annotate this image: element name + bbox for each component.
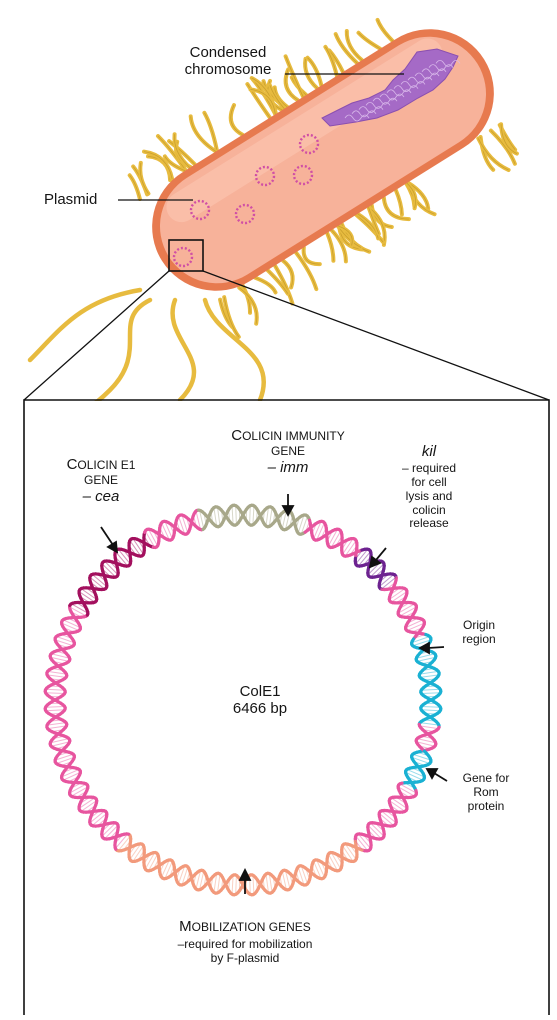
kil-desc-1: – required — [384, 462, 474, 476]
helix-base-pair — [46, 706, 65, 707]
helix-base-pair — [421, 693, 440, 694]
helix-base-pair — [236, 506, 237, 525]
mob-label-line1: MOBILIZATION GENES — [140, 918, 350, 936]
pilus — [396, 190, 402, 214]
pilus — [378, 20, 393, 41]
imm-label: COLICIN IMMUNITY GENE – imm — [196, 427, 380, 476]
chromosome-label-line2: chromosome — [172, 61, 284, 78]
flagellum — [30, 290, 140, 360]
rom-label: Gene for Rom protein — [446, 772, 526, 813]
mob-label-line3: by F-plasmid — [140, 952, 350, 966]
kil-desc-2: for cell — [384, 476, 474, 490]
cea-label-line1: COLICIN E1 — [36, 456, 166, 474]
pilus — [255, 278, 275, 293]
pilus — [130, 175, 140, 199]
helix-base-pair — [250, 506, 251, 525]
kil-desc-5: release — [384, 517, 474, 531]
plasmid-center-label: ColE1 6466 bp — [200, 683, 320, 718]
kil-name: kil — [384, 443, 474, 460]
mob-label: MOBILIZATION GENES –required for mobiliz… — [140, 918, 350, 966]
plasmid-size: 6466 bp — [200, 700, 320, 717]
rom-label-line3: protein — [446, 800, 526, 814]
helix-base-pair — [236, 875, 237, 894]
origin-label-line2: region — [444, 633, 514, 647]
kil-desc-3: lysis and — [384, 490, 474, 504]
rom-label-line2: Rom — [446, 786, 526, 800]
kil-desc-4: colicin — [384, 504, 474, 518]
cea-label: COLICIN E1 GENE – cea — [36, 456, 166, 505]
mob-label-line2: –required for mobilization — [140, 938, 350, 952]
helix-base-pair — [421, 706, 440, 707]
kil-label: kil – required for cell lysis and colici… — [384, 443, 474, 531]
helix-base-pair — [46, 693, 65, 694]
plasmid-label: Plasmid — [44, 191, 97, 208]
helix-strand-segment — [431, 698, 434, 700]
rom-label-line1: Gene for — [446, 772, 526, 786]
cea-label-line2: GENE — [36, 474, 166, 488]
origin-label-line1: Origin — [444, 619, 514, 633]
pilus — [384, 198, 409, 220]
plasmid-name: ColE1 — [200, 683, 320, 700]
zoom-line-left — [24, 271, 169, 400]
origin-label: Origin region — [444, 619, 514, 647]
zoom-line-right — [203, 271, 549, 400]
imm-label-line3: – imm — [196, 459, 380, 476]
imm-label-line2: GENE — [196, 445, 380, 459]
imm-label-line1: COLICIN IMMUNITY — [196, 427, 380, 445]
cea-label-line3: – cea — [36, 488, 166, 505]
chromosome-label: Condensed chromosome — [172, 44, 284, 79]
chromosome-label-line1: Condensed — [172, 44, 284, 61]
pilus — [304, 248, 320, 265]
pilus — [359, 33, 381, 49]
pilus — [327, 233, 333, 261]
flagellum — [173, 300, 194, 400]
